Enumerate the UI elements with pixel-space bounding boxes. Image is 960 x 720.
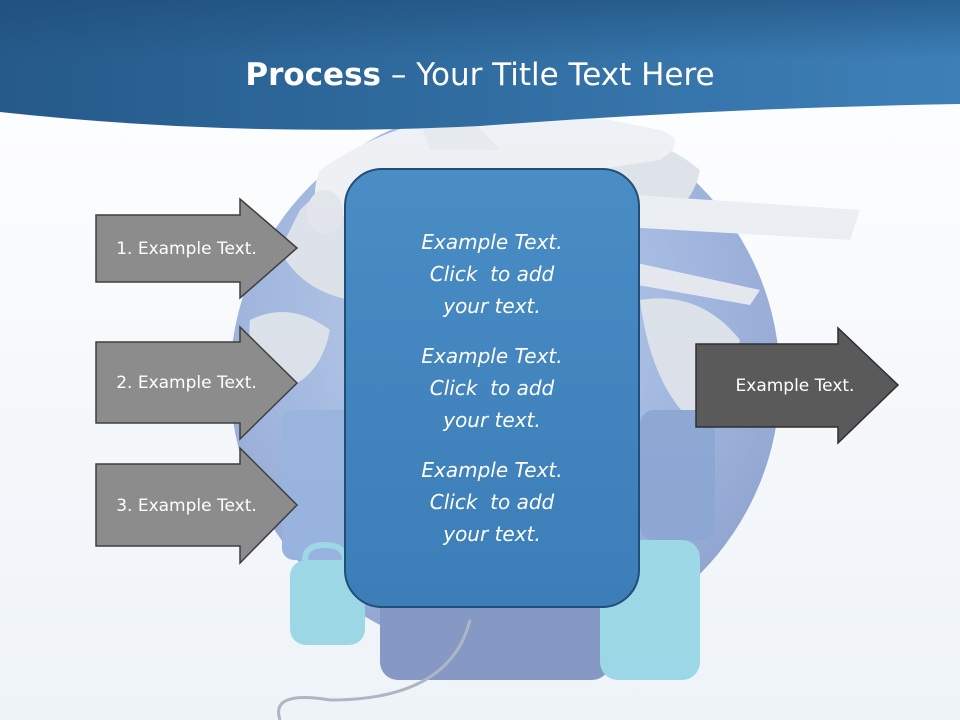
left-arrow-2[interactable]: 2. Example Text. — [95, 325, 299, 441]
slide-title: Process – Your Title Text Here — [0, 52, 960, 98]
title-bold: Process — [245, 57, 381, 93]
right-arrow-label: Example Text. — [735, 375, 855, 396]
center-paragraph-3: Example Text. Click to add your text. — [421, 458, 563, 546]
right-arrow[interactable]: Example Text. — [695, 326, 900, 445]
center-text-box[interactable]: Example Text. Click to add your text. Ex… — [344, 168, 640, 608]
arrow-shape — [95, 197, 299, 300]
left-arrow-3[interactable]: 3. Example Text. — [95, 446, 299, 565]
center-paragraph-2: Example Text. Click to add your text. — [421, 344, 563, 432]
left-arrow-3-label: 3. Example Text. — [116, 495, 257, 516]
title-rest: – Your Title Text Here — [381, 57, 715, 93]
arrow-shape — [95, 325, 299, 441]
arrow-shape — [695, 326, 900, 445]
center-paragraph-1: Example Text. Click to add your text. — [421, 230, 563, 318]
arrow-shape — [95, 446, 299, 565]
left-arrow-1-label: 1. Example Text. — [116, 238, 257, 259]
left-arrow-2-label: 2. Example Text. — [116, 373, 257, 393]
left-arrow-1[interactable]: 1. Example Text. — [95, 197, 299, 300]
